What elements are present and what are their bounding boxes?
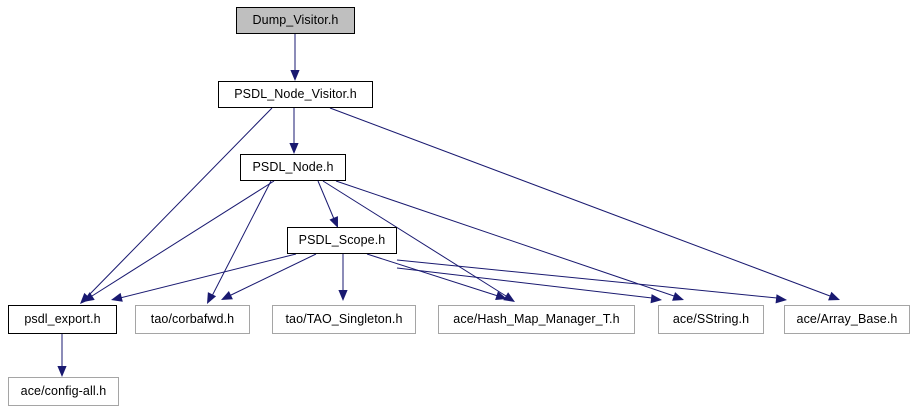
- graph-node-label: PSDL_Scope.h: [298, 233, 386, 248]
- graph-node-tao_tao_singleton[interactable]: tao/TAO_Singleton.h: [272, 305, 416, 334]
- edge-line: [317, 180, 335, 220]
- edge-line: [211, 180, 272, 297]
- edge-arrowhead: [672, 292, 684, 301]
- edge-line: [396, 259, 778, 299]
- graph-edge-psdl_node-to-psdl_export: [83, 180, 275, 302]
- edge-line: [396, 267, 653, 299]
- graph-edge-dump_visitor-to-psdl_node_visitor: [290, 34, 300, 81]
- graph-edge-psdl_scope-to-tao_tao_singleton: [338, 254, 348, 301]
- edge-arrowhead: [289, 143, 299, 154]
- edge-line: [329, 107, 831, 297]
- graph-edge-psdl_scope-to-ace_hash_map: [366, 253, 507, 300]
- edge-arrowhead: [83, 292, 95, 302]
- graph-edge-psdl_scope-to-tao_corbafwd: [221, 253, 317, 300]
- graph-node-ace_array_base[interactable]: ace/Array_Base.h: [784, 305, 910, 334]
- edge-arrowhead: [650, 294, 662, 304]
- edge-line: [228, 253, 317, 297]
- graph-node-label: ace/Hash_Map_Manager_T.h: [453, 312, 620, 327]
- graph-node-psdl_node_visitor[interactable]: PSDL_Node_Visitor.h: [218, 81, 373, 108]
- graph-node-ace_config_all[interactable]: ace/config-all.h: [8, 377, 119, 406]
- graph-node-label: ace/config-all.h: [20, 384, 107, 399]
- graph-edge-psdl_export-to-ace_config_all: [57, 334, 67, 377]
- graph-edge-psdl_scope-to-psdl_export: [111, 253, 297, 302]
- graph-edge-psdl_node_visitor-to-psdl_export: [80, 107, 273, 304]
- edge-line: [87, 107, 273, 297]
- edge-arrowhead: [57, 366, 67, 377]
- graph-node-label: PSDL_Node.h: [252, 160, 334, 175]
- edge-arrowhead: [775, 294, 787, 304]
- graph-node-label: ace/Array_Base.h: [796, 312, 898, 327]
- edge-line: [91, 180, 275, 297]
- edge-arrowhead: [495, 291, 507, 300]
- edge-arrowhead: [503, 292, 515, 302]
- graph-node-label: ace/SString.h: [672, 312, 750, 327]
- graph-node-label: Dump_Visitor.h: [252, 13, 339, 28]
- edge-arrowhead: [111, 292, 123, 302]
- graph-edge-psdl_node-to-tao_corbafwd: [207, 180, 272, 304]
- graph-node-ace_hash_map[interactable]: ace/Hash_Map_Manager_T.h: [438, 305, 635, 334]
- graph-node-ace_sstring[interactable]: ace/SString.h: [658, 305, 764, 334]
- edge-arrowhead: [221, 291, 233, 300]
- graph-node-label: PSDL_Node_Visitor.h: [234, 87, 357, 102]
- edge-arrowhead: [207, 292, 217, 304]
- graph-edge-psdl_node_visitor-to-ace_array_base: [329, 107, 840, 301]
- graph-node-label: tao/corbafwd.h: [150, 312, 235, 327]
- graph-node-tao_corbafwd[interactable]: tao/corbafwd.h: [135, 305, 250, 334]
- edge-arrowhead: [828, 291, 840, 301]
- graph-node-psdl_export[interactable]: psdl_export.h: [8, 305, 117, 334]
- graph-node-label: tao/TAO_Singleton.h: [285, 312, 403, 327]
- edge-arrowhead: [290, 70, 300, 81]
- graph-node-dump_visitor[interactable]: Dump_Visitor.h: [236, 7, 355, 34]
- graph-edge-psdl_node-to-psdl_scope: [317, 180, 338, 228]
- edge-arrowhead: [338, 290, 348, 301]
- graph-edge-psdl_scope-to-ace_array_base: [396, 259, 787, 304]
- graph-edge-psdl_node_visitor-to-psdl_node: [289, 108, 299, 154]
- edge-line: [366, 253, 499, 297]
- graph-node-psdl_node[interactable]: PSDL_Node.h: [240, 154, 346, 181]
- graph-edge-psdl_scope-to-ace_sstring: [396, 267, 662, 304]
- graph-node-psdl_scope[interactable]: PSDL_Scope.h: [287, 227, 397, 254]
- graph-node-label: psdl_export.h: [24, 312, 101, 327]
- edge-line: [119, 253, 297, 299]
